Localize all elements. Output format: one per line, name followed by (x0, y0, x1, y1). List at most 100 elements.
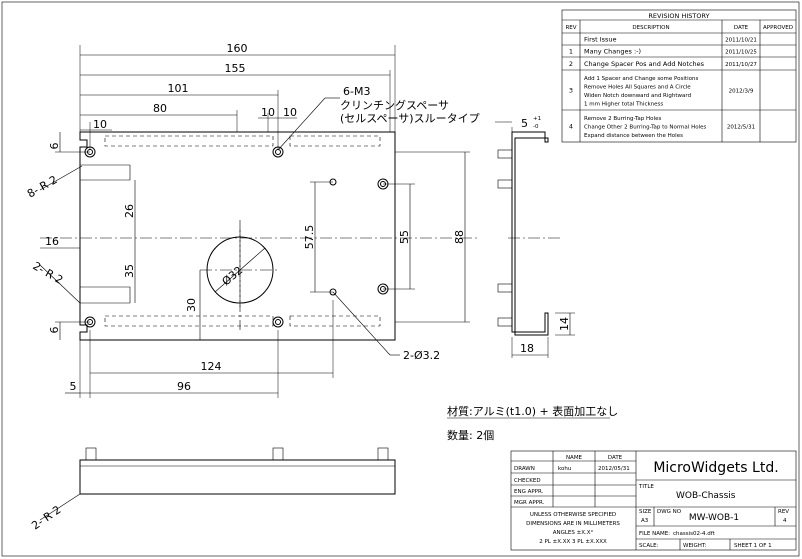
callout-6-m3: 6-M3 (343, 85, 370, 98)
revision-row-description: Add 1 Spacer and Change some Positions (584, 76, 698, 82)
dim-30: 30 (185, 298, 198, 312)
dim-80: 80 (153, 102, 167, 115)
side-view: 5 +1 -0 14 18 (495, 116, 575, 358)
revision-row-date: 2012/3/9 (729, 89, 754, 95)
col-description: DESCRIPTION (632, 25, 669, 31)
callout-2-r2-bottom: 2- R 2 (29, 503, 63, 532)
col-approved: APPROVED (763, 25, 793, 31)
top-dimensions: 160 155 101 80 10 10 10 (79, 42, 396, 150)
tb-rev: 4 (783, 518, 787, 524)
right-dimensions: 57.5 55 88 (303, 151, 470, 323)
revision-rows: First Issue 2011/10/21 1 Many Changes :-) 20… (569, 36, 757, 140)
tb-checked-label: CHECKED (514, 478, 541, 484)
dim-5-tol-plus: +1 (533, 116, 541, 122)
tb-file-label: FILE NAME: (639, 531, 670, 537)
tb-mgr-label: MGR APPR. (514, 500, 545, 506)
revision-row-rev: 1 (569, 48, 573, 56)
tb-sheet: SHEET 1 OF 1 (734, 543, 772, 549)
callout-spacer-line2: (セルスペーサ)スルータイプ (340, 112, 480, 125)
revision-row-date: 2012/5/31 (727, 125, 755, 131)
dim-124: 124 (201, 360, 222, 373)
bottom-dimensions: 124 96 5 (65, 300, 334, 398)
revision-row-description: First Issue (584, 36, 617, 44)
dim-18: 18 (520, 342, 534, 355)
callout-2-r2-mid: 2- R 2 (31, 259, 66, 287)
dim-160: 160 (227, 42, 248, 55)
upper-slot (104, 135, 274, 147)
dim-16: 16 (45, 235, 59, 248)
revision-row-description: Widen Notch downward and Rightward (584, 93, 691, 99)
tb-eng-label: ENG APPR. (514, 489, 544, 495)
dim-26: 26 (123, 204, 136, 218)
dim-88: 88 (453, 230, 466, 244)
tb-scale-label: SCALE: (639, 543, 659, 549)
plate-outline (79, 131, 396, 341)
revision-row-description: 1 mm Higher total Thickness (584, 101, 663, 107)
tb-weight-label: WEIGHT: (683, 543, 707, 549)
revision-row-description: Expand distance between the Holes (584, 133, 683, 139)
side-profile (511, 131, 549, 336)
tb-title-label: TITLE (638, 484, 654, 490)
tb-tol-3: ANGLES ±X.X° (553, 530, 594, 536)
tb-size-label: SIZE (639, 509, 652, 515)
dim-6-bottom: 6 (48, 327, 61, 334)
tb-drawn-label: DRAWN (514, 466, 535, 472)
tb-col-name: NAME (566, 455, 583, 461)
tb-tol-4: 2 PL ±X.XX 3 PL ±X.XXX (539, 539, 607, 545)
dim-155: 155 (225, 62, 246, 75)
dim-10-mid-a: 10 (261, 106, 275, 119)
dim-6-top: 6 (48, 143, 61, 150)
dim-57-5: 57.5 (303, 225, 316, 250)
revision-row-description: Many Changes :-) (584, 48, 641, 56)
dim-10-left: 10 (93, 118, 107, 131)
tb-tol-2: DIMENSIONS ARE IN MILLIMETERS (526, 521, 620, 527)
left-dimensions: 6 6 26 16 35 30 (40, 132, 201, 340)
note-material: 材質:アルミ(t1.0) + 表面加工なし (447, 404, 618, 418)
dim-35: 35 (123, 264, 136, 278)
revision-history-table: REVISION HISTORY REV DESCRIPTION DATE AP… (561, 9, 797, 143)
dim-5-tol-minus: -0 (533, 124, 539, 130)
revision-heading: REVISION HISTORY (648, 12, 709, 20)
dim-5-tol: 5 (521, 117, 528, 130)
revision-row-description: Remove 2 Burring-Tap Holes (584, 116, 661, 122)
tb-dwg-label: DWG NO (657, 509, 682, 515)
tb-company: MicroWidgets Ltd. (653, 460, 778, 476)
revision-row-description: Change Spacer Pos and Add Notches (584, 60, 705, 68)
tb-dwg-no: MW-WOB-1 (689, 513, 739, 523)
dim-96: 96 (177, 380, 191, 393)
col-rev: REV (565, 25, 576, 31)
callout-2-dia-3-2: 2-Ø3.2 (403, 349, 440, 362)
callouts: 8- R 2 2- R 2 2- R 2 2-Ø3.2 6-M3 クリンチングス… (25, 85, 480, 532)
tb-tol-1: UNLESS OTHERWISE SPECIFIED (530, 512, 616, 518)
note-quantity: 数量: 2個 (447, 429, 494, 442)
dim-14: 14 (558, 317, 571, 331)
dim-55: 55 (398, 230, 411, 244)
revision-row-description: Change Other 2 Burring-Tap to Normal Hol… (584, 125, 706, 131)
tb-col-date: DATE (608, 455, 623, 461)
plate-top-view: Ø32 (40, 131, 480, 341)
callout-8-r2: 8- R 2 (25, 173, 60, 201)
tb-file-name: chassis02-4.dft (673, 531, 716, 537)
title-block: NAME DATE DRAWN kohu 2012/05/31 CHECKED … (510, 450, 797, 551)
tb-rev-label: REV (778, 509, 789, 515)
dim-101: 101 (168, 82, 189, 95)
revision-row-description: Remove Holes All Squares and A Circle (584, 84, 691, 90)
revision-row-rev: 4 (569, 123, 573, 131)
tb-drawn-date: 2012/05/31 (598, 466, 630, 472)
bottom-plate (79, 459, 396, 495)
revision-row-rev: 3 (569, 87, 573, 95)
revision-row-date: 2011/10/27 (725, 62, 757, 68)
revision-row-date: 2011/10/25 (725, 50, 757, 56)
revision-row-rev: 2 (569, 60, 573, 68)
col-date: DATE (734, 25, 749, 31)
bottom-view (79, 447, 396, 495)
dim-5-bottom: 5 (70, 380, 77, 393)
callout-spacer-line1: クリンチングスペーサ (340, 98, 449, 112)
tb-title: WOB-Chassis (676, 491, 736, 501)
lower-slot (104, 315, 274, 327)
dim-10-mid-b: 10 (283, 106, 297, 119)
revision-row-date: 2011/10/21 (725, 38, 757, 44)
tb-drawn-name: kohu (558, 466, 571, 472)
